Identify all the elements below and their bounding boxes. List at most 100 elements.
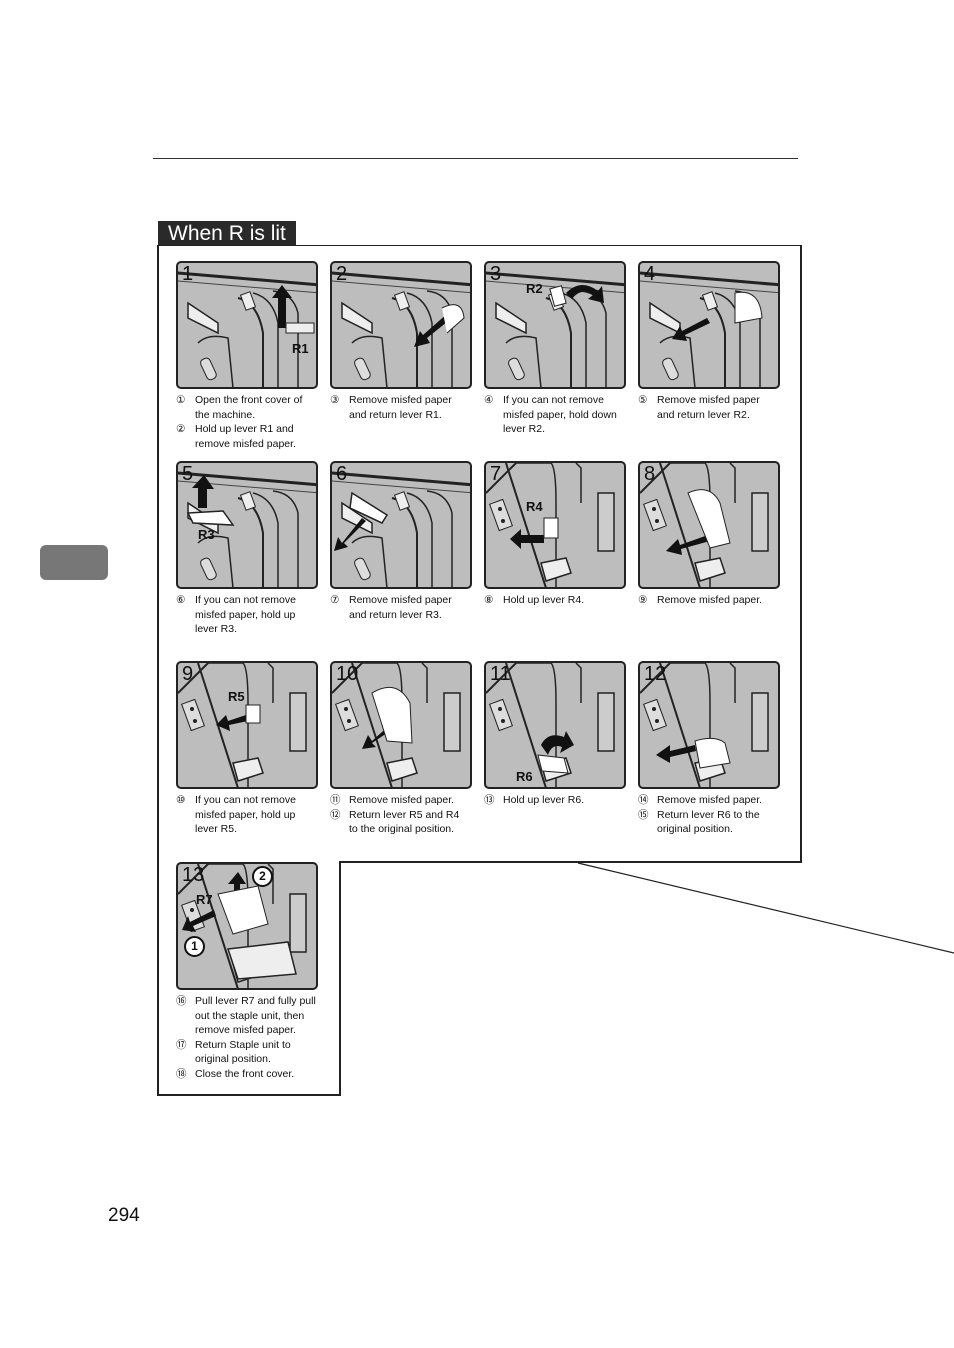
step-marker <box>638 408 657 423</box>
step-marker <box>330 408 349 423</box>
caption-line: ⑪Remove misfed paper. <box>330 793 459 808</box>
step-marker: ⑮ <box>638 808 657 823</box>
caption-text: lever R3. <box>195 622 237 637</box>
illustration-drawing <box>486 463 626 589</box>
step-marker: ⑥ <box>176 593 195 608</box>
illustration-drawing <box>486 263 626 389</box>
section-title: When R is lit <box>158 221 296 245</box>
caption-line: lever R3. <box>176 622 296 637</box>
caption-text: original position. <box>657 822 733 837</box>
caption-text: lever R5. <box>195 822 237 837</box>
step-marker: ④ <box>484 393 503 408</box>
step-caption: ⑭Remove misfed paper.⑮Return lever R6 to… <box>638 793 762 837</box>
caption-line: and return lever R3. <box>330 608 452 623</box>
lever-label: R6 <box>516 769 533 784</box>
caption-text: original position. <box>195 1052 271 1067</box>
caption-text: misfed paper, hold up <box>195 608 295 623</box>
step-marker <box>176 1052 195 1067</box>
illustration-drawing <box>178 263 318 389</box>
caption-line: ②Hold up lever R1 and <box>176 422 302 437</box>
step-number: 8 <box>644 463 655 485</box>
caption-text: If you can not remove <box>195 793 296 808</box>
caption-text: Close the front cover. <box>195 1067 294 1082</box>
illustration-drawing <box>640 463 780 589</box>
caption-text: remove misfed paper. <box>195 437 296 452</box>
lever-label: R5 <box>228 689 245 704</box>
caption-line: original position. <box>176 1052 316 1067</box>
step-marker <box>176 622 195 637</box>
caption-line: lever R5. <box>176 822 296 837</box>
lever-label: R3 <box>198 527 215 542</box>
caption-text: out the staple unit, then <box>195 1009 304 1024</box>
caption-text: Return lever R5 and R4 <box>349 808 459 823</box>
step-marker <box>330 608 349 623</box>
step-marker: ⑧ <box>484 593 503 608</box>
step-marker: ③ <box>330 393 349 408</box>
caption-text: the machine. <box>195 408 255 423</box>
caption-text: and return lever R1. <box>349 408 442 423</box>
lever-label: R4 <box>526 499 543 514</box>
caption-line: out the staple unit, then <box>176 1009 316 1024</box>
step-illustration: 8 <box>638 461 780 589</box>
illustration-drawing <box>178 463 318 589</box>
step-marker: ① <box>176 393 195 408</box>
step-number: 4 <box>644 263 655 285</box>
step-marker <box>176 808 195 823</box>
caption-text: and return lever R3. <box>349 608 442 623</box>
step-illustration: 12 <box>638 661 780 789</box>
lever-label: R7 <box>196 892 213 907</box>
caption-line: misfed paper, hold up <box>176 608 296 623</box>
caption-text: remove misfed paper. <box>195 1023 296 1038</box>
caption-text: Remove misfed paper. <box>657 793 762 808</box>
caption-text: Pull lever R7 and fully pull <box>195 994 316 1009</box>
caption-line: remove misfed paper. <box>176 437 302 452</box>
step-marker <box>330 822 349 837</box>
illustration-drawing <box>332 263 472 389</box>
step-marker <box>484 422 503 437</box>
illustration-drawing <box>332 463 472 589</box>
step-number: 1 <box>182 263 193 285</box>
step-number: 9 <box>182 663 193 685</box>
caption-line: original position. <box>638 822 762 837</box>
step-illustration: 9R5 <box>176 661 318 789</box>
step-marker: ⑩ <box>176 793 195 808</box>
step-number: 13 <box>182 864 204 886</box>
caption-line: misfed paper, hold up <box>176 808 296 823</box>
step-marker <box>484 408 503 423</box>
caption-line: ①Open the front cover of <box>176 393 302 408</box>
caption-text: Remove misfed paper <box>349 593 452 608</box>
callout-badge: 2 <box>252 866 273 887</box>
step-marker <box>176 608 195 623</box>
step-caption: ⑧Hold up lever R4. <box>484 593 584 608</box>
step-marker: ② <box>176 422 195 437</box>
caption-line: the machine. <box>176 408 302 423</box>
step-marker: ⑯ <box>176 994 195 1009</box>
step-marker <box>176 822 195 837</box>
step-marker: ⑬ <box>484 793 503 808</box>
step-caption: ⑥If you can not removemisfed paper, hold… <box>176 593 296 637</box>
step-marker <box>176 1023 195 1038</box>
caption-text: Remove misfed paper. <box>349 793 454 808</box>
caption-line: ③Remove misfed paper <box>330 393 452 408</box>
step-marker: ⑨ <box>638 593 657 608</box>
caption-text: and return lever R2. <box>657 408 750 423</box>
caption-text: Return lever R6 to the <box>657 808 760 823</box>
caption-line: remove misfed paper. <box>176 1023 316 1038</box>
step-marker: ⑫ <box>330 808 349 823</box>
caption-line: and return lever R2. <box>638 408 760 423</box>
